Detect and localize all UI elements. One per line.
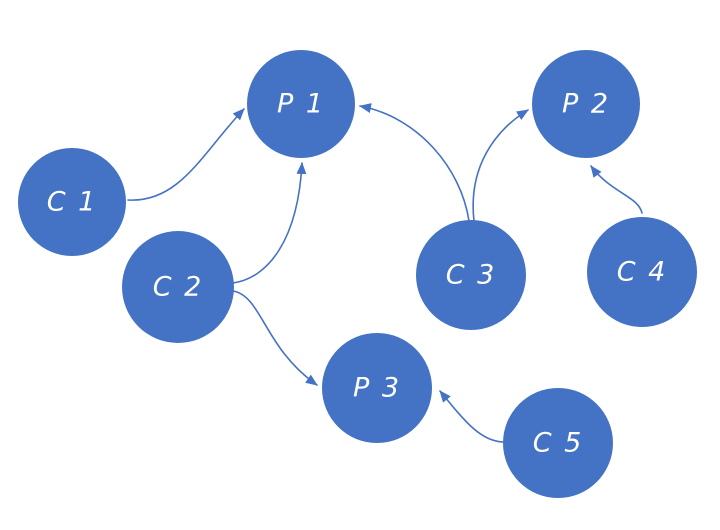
edge-c4-p2[interactable]	[590, 165, 643, 214]
node-label-c5: C 5	[533, 428, 584, 459]
edge-c3-p2[interactable]	[472, 109, 529, 222]
node-circle-p3[interactable]	[322, 333, 432, 443]
node-c1[interactable]: C 1	[18, 148, 126, 256]
node-circle-p1[interactable]	[247, 50, 355, 158]
node-label-p2: P 2	[562, 89, 610, 120]
nodes-layer: P 1 P 2 P 3 C 1 C 2 C 3 C 4 C 5	[18, 50, 697, 498]
node-label-c1: C 1	[47, 187, 98, 218]
edges-layer	[127, 103, 643, 443]
node-c4[interactable]: C 4	[587, 217, 697, 327]
node-label-p3: P 3	[353, 373, 401, 404]
node-circle-p2[interactable]	[532, 50, 640, 158]
node-c2[interactable]: C 2	[122, 231, 234, 343]
edge-c3-p1[interactable]	[359, 103, 470, 222]
node-circle-c5[interactable]	[503, 388, 613, 498]
node-p2[interactable]: P 2	[532, 50, 640, 158]
node-p1[interactable]: P 1	[247, 50, 355, 158]
node-circle-c2[interactable]	[122, 231, 234, 343]
node-label-p1: P 1	[277, 89, 325, 120]
node-p3[interactable]: P 3	[322, 333, 432, 443]
node-circle-c1[interactable]	[18, 148, 126, 256]
node-circle-c4[interactable]	[587, 217, 697, 327]
edge-c2-p3[interactable]	[232, 290, 318, 386]
node-label-c4: C 4	[617, 257, 668, 288]
node-label-c3: C 3	[446, 260, 497, 291]
node-c3[interactable]: C 3	[416, 220, 526, 330]
node-circle-c3[interactable]	[416, 220, 526, 330]
edge-c2-p1[interactable]	[232, 162, 307, 284]
node-c5[interactable]: C 5	[503, 388, 613, 498]
edge-c5-p3[interactable]	[439, 390, 504, 443]
edge-c1-p1[interactable]	[127, 108, 245, 201]
node-label-c2: C 2	[153, 272, 204, 303]
